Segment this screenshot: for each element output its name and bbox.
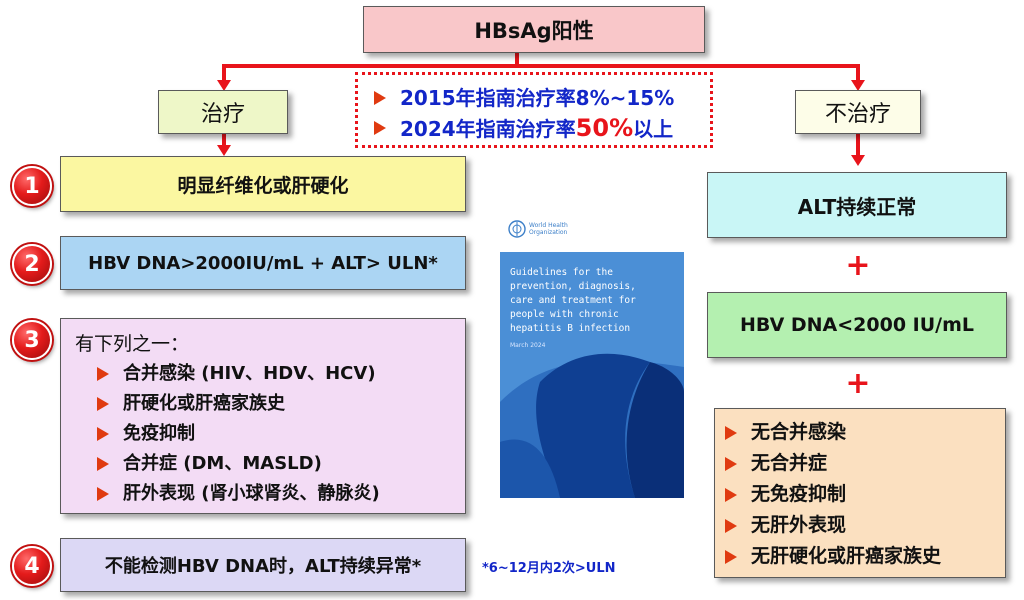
bullet-triangle-icon <box>725 456 737 471</box>
rate-2015-text: 2015年指南治疗率8%~15% <box>400 86 675 110</box>
bullet-triangle-icon <box>374 121 386 135</box>
plus-sign-1: + <box>845 248 871 283</box>
criterion-2-text: HBV DNA>2000IU/mL + ALT> ULN* <box>88 252 438 274</box>
treat-label: 治疗 <box>200 102 245 127</box>
criterion-4-text: 不能检测HBV DNA时，ALT持续异常* <box>104 556 422 577</box>
arrow-to-treat <box>217 80 231 91</box>
plus-sign-2: + <box>845 366 871 401</box>
criterion-number-2: 2 <box>12 244 52 284</box>
connector-root-down <box>515 53 519 68</box>
criterion-number-4: 4 <box>12 546 52 586</box>
footnote: *6~12月内2次>ULN <box>482 561 616 576</box>
guideline-cover: Guidelines for the prevention, diagnosis… <box>500 252 684 498</box>
rate-2024: 2024年指南治疗率50%以上 <box>370 113 710 143</box>
alt-normal-text: ALT持续正常 <box>797 194 917 219</box>
bullet-triangle-icon <box>97 457 109 471</box>
arrow-to-alt-normal <box>851 155 865 166</box>
treatment-rate-box: 2015年指南治疗率8%~15% 2024年指南治疗率50%以上 <box>355 72 713 148</box>
bullet-triangle-icon <box>725 549 737 564</box>
criterion-2-box: HBV DNA>2000IU/mL + ALT> ULN* <box>60 236 466 290</box>
no-condition-item: 无合并症 <box>721 448 1005 479</box>
root-label: HBsAg阳性 <box>474 18 594 43</box>
who-org-line2: Organization <box>529 229 568 236</box>
rate-2015: 2015年指南治疗率8%~15% <box>370 83 710 113</box>
criterion-1-text: 明显纤维化或肝硬化 <box>177 174 349 197</box>
who-logo: World Health Organization <box>508 220 568 238</box>
criterion-4-box: 不能检测HBV DNA时，ALT持续异常* <box>60 538 466 592</box>
criterion-3-box: 有下列之一： 合并感染 (HIV、HDV、HCV) 肝硬化或肝癌家族史 免疫抑制… <box>60 318 466 514</box>
hbv-dna-low-text: HBV DNA<2000 IU/mL <box>739 314 975 336</box>
connector-horizontal <box>222 64 860 68</box>
no-condition-item: 无免疫抑制 <box>721 479 1005 510</box>
criterion-3-item: 肝外表现 (肾小球肾炎、静脉炎) <box>93 479 465 509</box>
bullet-triangle-icon <box>725 487 737 502</box>
no-condition-item: 无肝外表现 <box>721 510 1005 541</box>
bullet-triangle-icon <box>97 427 109 441</box>
root-node: HBsAg阳性 <box>363 6 705 53</box>
criterion-3-item: 肝硬化或肝癌家族史 <box>93 389 465 419</box>
cover-title: Guidelines for the prevention, diagnosis… <box>510 267 636 334</box>
criterion-number-1: 1 <box>12 166 52 206</box>
bullet-triangle-icon <box>725 425 737 440</box>
rate-2024-suffix: 以上 <box>633 117 674 141</box>
arrow-to-notreat <box>851 80 865 91</box>
cover-wave-graphic <box>500 353 684 498</box>
cover-date: March 2024 <box>510 342 546 349</box>
rate-2024-prefix: 2024年指南治疗率 <box>400 117 576 141</box>
criterion-number-3: 3 <box>12 320 52 360</box>
alt-normal-box: ALT持续正常 <box>707 172 1007 238</box>
notreat-node: 不治疗 <box>795 90 921 134</box>
criterion-3-item: 合并感染 (HIV、HDV、HCV) <box>93 359 465 389</box>
bullet-triangle-icon <box>97 487 109 501</box>
criterion-3-heading: 有下列之一： <box>75 333 190 355</box>
no-condition-item: 无肝硬化或肝癌家族史 <box>721 541 1005 572</box>
criterion-1-box: 明显纤维化或肝硬化 <box>60 156 466 212</box>
who-org-line1: World Health <box>529 222 568 229</box>
bullet-triangle-icon <box>374 91 386 105</box>
criterion-3-item: 免疫抑制 <box>93 419 465 449</box>
no-condition-item: 无合并感染 <box>721 417 1005 448</box>
connector-treat-down <box>222 134 226 146</box>
who-emblem-icon <box>508 220 526 238</box>
connector-left-down <box>222 64 226 82</box>
connector-notreat-down <box>856 134 860 156</box>
treat-node: 治疗 <box>158 90 288 134</box>
notreat-label: 不治疗 <box>824 102 891 127</box>
connector-right-down <box>856 64 860 82</box>
hbv-dna-low-box: HBV DNA<2000 IU/mL <box>707 292 1007 358</box>
no-conditions-box: 无合并感染 无合并症 无免疫抑制 无肝外表现 无肝硬化或肝癌家族史 <box>714 408 1006 578</box>
bullet-triangle-icon <box>97 397 109 411</box>
arrow-to-criterion-1 <box>217 145 231 156</box>
rate-2024-highlight: 50% <box>575 114 634 142</box>
bullet-triangle-icon <box>725 518 737 533</box>
bullet-triangle-icon <box>97 367 109 381</box>
criterion-3-item: 合并症 (DM、MASLD) <box>93 449 465 479</box>
